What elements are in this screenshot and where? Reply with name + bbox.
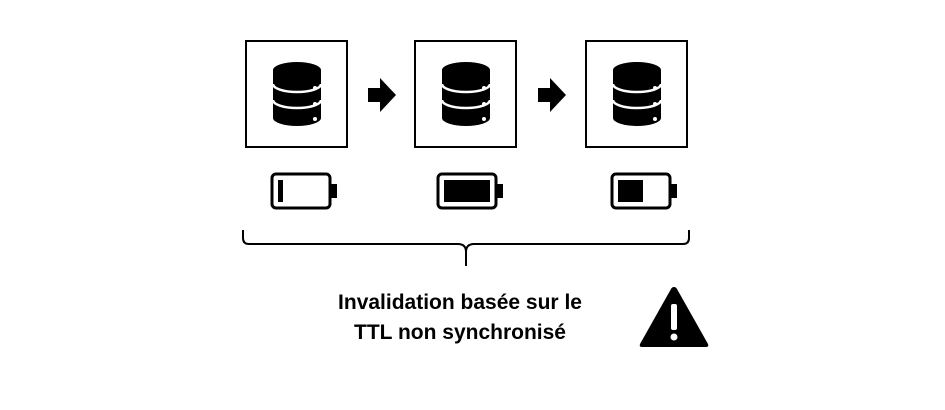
grouping-brace (242, 230, 690, 266)
battery-level-1 (278, 180, 283, 202)
database-icon (271, 62, 322, 126)
database-icon (440, 62, 491, 126)
battery-level-3 (618, 180, 643, 202)
battery-level-2 (444, 180, 490, 202)
server-node-1 (245, 40, 348, 148)
server-node-2 (414, 40, 517, 148)
caption-line-2: TTL non synchronisé (354, 321, 566, 344)
battery-icon-2 (436, 172, 503, 210)
diagram-caption: Invalidation basée sur le TTL non synchr… (270, 288, 650, 348)
warning-icon (639, 287, 709, 347)
battery-icon-3 (610, 172, 677, 210)
caption-line-1: Invalidation basée sur le (338, 291, 582, 314)
arrow-right-icon (538, 78, 566, 112)
arrow-right-icon (368, 78, 396, 112)
database-icon (611, 62, 662, 126)
battery-icon-1 (270, 172, 337, 210)
server-node-3 (585, 40, 688, 148)
